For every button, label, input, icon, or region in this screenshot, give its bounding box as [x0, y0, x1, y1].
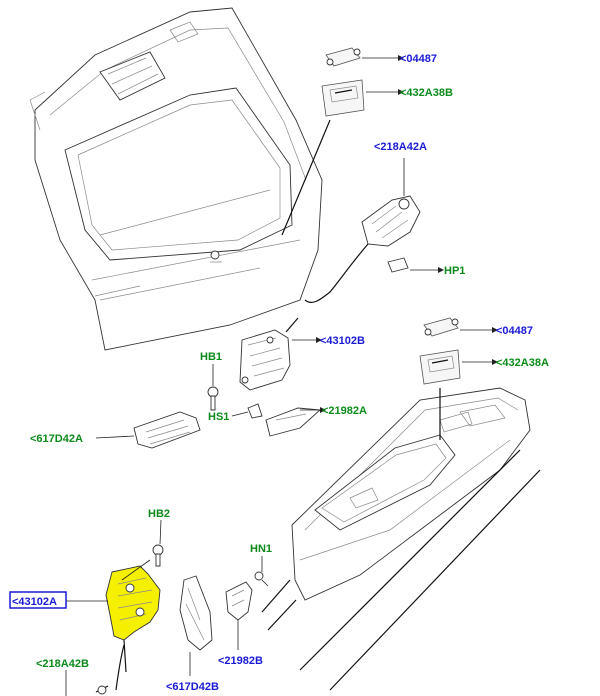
switch-04487-top	[325, 47, 361, 67]
callout-43102B[interactable]: <43102B	[320, 335, 365, 347]
handle-617D42A	[133, 411, 201, 449]
cable-218A42B	[95, 685, 109, 695]
callout-617D42B[interactable]: <617D42B	[166, 681, 219, 693]
leader-diagonal-1	[281, 119, 331, 236]
switch-432A38A	[419, 349, 461, 385]
callout-labels: <04487 <432A38B <218A42A HP1 <43102B <04…	[9, 53, 549, 693]
latch-43102A-highlighted	[105, 565, 161, 691]
callout-432A38B[interactable]: <432A38B	[400, 87, 453, 99]
callout-HS1[interactable]: HS1	[208, 411, 229, 423]
switch-04487-mid	[423, 317, 459, 337]
actuator-218A42A	[304, 195, 421, 304]
callout-617D42A[interactable]: <617D42A	[30, 433, 83, 445]
callout-21982B[interactable]: <21982B	[218, 655, 263, 667]
lock-module-43102B	[239, 317, 299, 391]
callout-43102A-selection-box	[9, 591, 67, 609]
callout-HP1[interactable]: HP1	[444, 265, 465, 277]
callout-04487-top[interactable]: <04487	[400, 53, 437, 65]
lower-tailgate-panel	[291, 387, 541, 691]
callout-HN1[interactable]: HN1	[250, 543, 272, 555]
callout-04487-mid[interactable]: <04487	[496, 325, 533, 337]
upper-liftgate	[29, 7, 323, 351]
callout-218A42B[interactable]: <218A42B	[36, 658, 89, 670]
bolt-HB2	[121, 544, 164, 581]
bolt-HB1	[207, 386, 219, 411]
leader-lines	[65, 55, 498, 696]
callout-21982A[interactable]: <21982A	[322, 405, 367, 417]
bracket-21982B	[225, 571, 297, 631]
callout-218A42A[interactable]: <218A42A	[374, 141, 427, 153]
callout-43102A[interactable]: <43102A	[12, 596, 57, 608]
switch-432A38B	[321, 79, 365, 117]
bracket-21982A	[247, 403, 322, 437]
callout-HB1[interactable]: HB1	[200, 351, 222, 363]
handle-617D42B	[179, 575, 213, 651]
callout-HB2[interactable]: HB2	[148, 508, 170, 520]
callout-432A38A[interactable]: <432A38A	[496, 357, 549, 369]
